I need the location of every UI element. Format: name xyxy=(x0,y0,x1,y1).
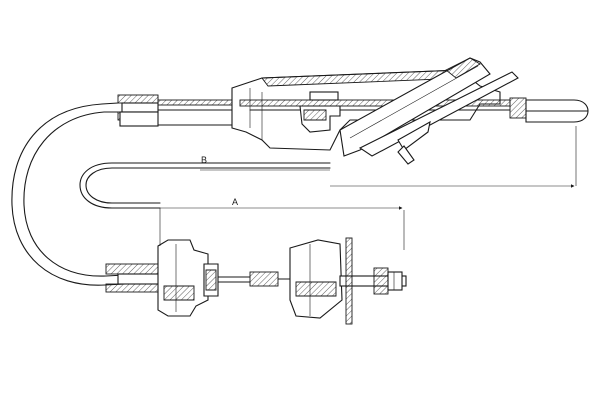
upper-end-fitting xyxy=(117,57,589,165)
dimension-b: B xyxy=(200,126,577,188)
lower-plate xyxy=(345,237,353,325)
lower-bracket xyxy=(157,239,209,317)
dimension-a: A xyxy=(159,197,405,250)
inner-wire-loop xyxy=(79,162,331,209)
dimension-label-b: B xyxy=(201,155,207,165)
upper-ferrule-top xyxy=(117,94,159,104)
lower-nut xyxy=(373,267,389,295)
lower-end-fitting xyxy=(105,237,407,325)
cable-sheath xyxy=(11,102,126,286)
lower-block xyxy=(289,239,343,319)
upper-end-nut xyxy=(509,97,527,119)
dimension-label-a: A xyxy=(232,197,238,207)
